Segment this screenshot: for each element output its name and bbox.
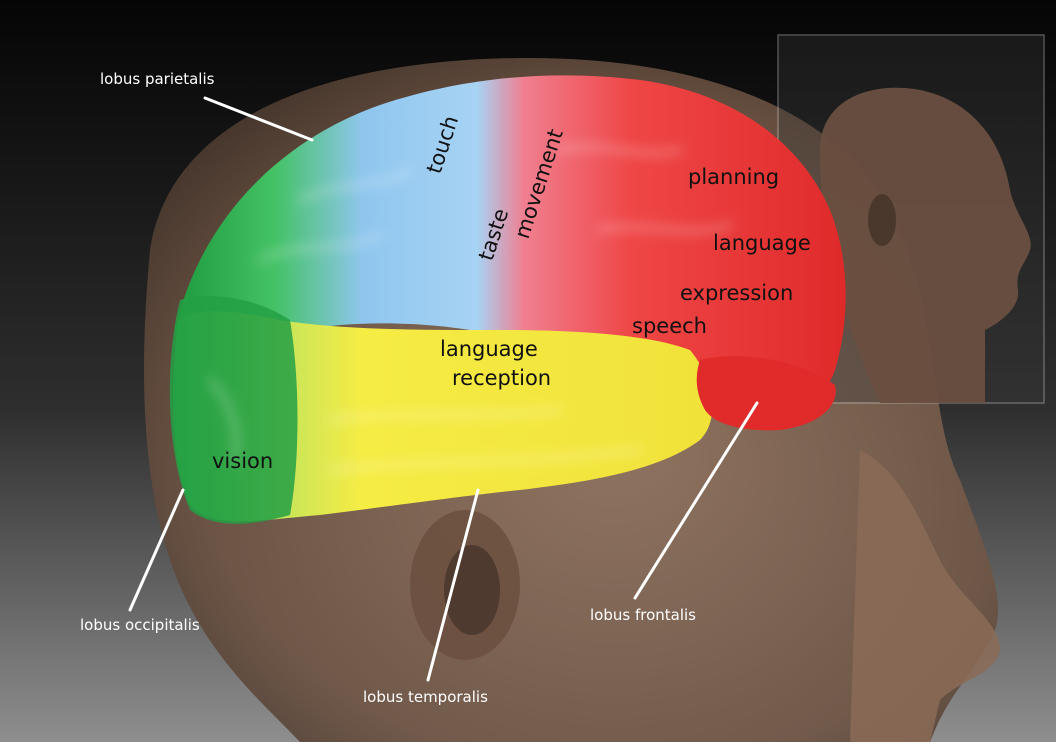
label-language-reception-line2: reception	[452, 366, 551, 390]
inset-ear	[868, 194, 896, 246]
label-lobus-temporalis: lobus temporalis	[363, 688, 488, 706]
label-speech: speech	[632, 314, 707, 338]
label-vision: vision	[212, 449, 273, 473]
label-expression: expression	[680, 281, 793, 305]
label-lobus-parietalis: lobus parietalis	[100, 70, 215, 88]
label-planning: planning	[688, 165, 779, 189]
label-lobus-occipitalis: lobus occipitalis	[80, 616, 200, 634]
label-language: language	[713, 231, 811, 255]
label-language-reception-line1: language	[440, 337, 538, 361]
occipital-lobe-shape	[170, 296, 298, 524]
label-lobus-frontalis: lobus frontalis	[590, 606, 696, 624]
